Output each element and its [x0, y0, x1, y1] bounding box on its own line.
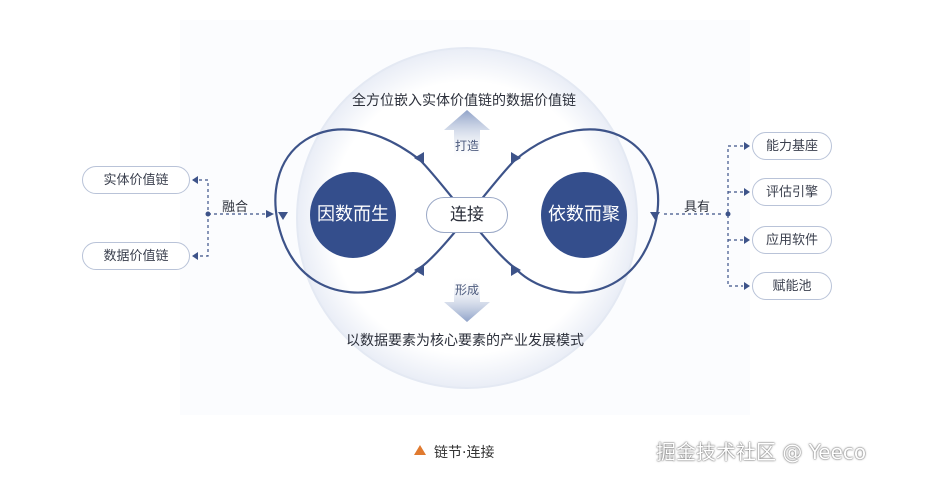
down-arrow-shape [444, 278, 490, 322]
bottom-text: 以数据要素为核心要素的产业发展模式 [346, 333, 584, 349]
right-bracket-arrow-3 [744, 236, 750, 244]
up-arrow-shape [444, 110, 490, 158]
loop-arrow-4 [511, 264, 521, 276]
right-connector-label: 具有 [684, 200, 711, 215]
right-item-1: 能力基座 [752, 132, 832, 160]
left-item-1: 实体价值链 [82, 166, 190, 194]
center-pill: 连接 [426, 197, 508, 233]
right-item-4: 赋能池 [752, 272, 832, 300]
infinity-loop-right [514, 128, 660, 294]
left-connector-label: 融合 [222, 200, 249, 215]
left-item-2: 数据价值链 [82, 242, 190, 270]
left-bracket [193, 179, 209, 257]
right-bracket [727, 145, 743, 287]
left-circle [310, 172, 396, 258]
top-text: 全方位嵌入实体价值链的数据价值链 [352, 93, 576, 109]
right-bracket-arrow-2 [744, 188, 750, 196]
loop-arrow-5 [278, 212, 288, 220]
right-item-3: 应用软件 [752, 226, 832, 254]
loop-arrow-2 [414, 264, 424, 276]
right-bracket-arrow-4 [744, 282, 750, 290]
loop-arrow-1 [414, 152, 424, 164]
up-arrow-label: 打造 [454, 139, 479, 153]
right-bracket-arrow-1 [744, 142, 750, 150]
infinity-loop-left [274, 128, 421, 294]
loop-arrow-3 [511, 152, 521, 164]
caption-triangle-icon [414, 445, 426, 455]
left-circle-label: 因数而生 [317, 204, 389, 225]
left-bracket-arrow-2 [192, 252, 198, 260]
right-circle-label: 依数而聚 [548, 204, 620, 225]
down-arrow-label: 形成 [454, 283, 479, 297]
left-bracket-arrow-1 [192, 176, 198, 184]
right-connector-dot [725, 211, 731, 217]
loop-arrow-6 [650, 212, 660, 220]
watermark: 掘金技术社区 @ Yeeco [656, 440, 867, 464]
caption: 链节·连接 [434, 445, 495, 461]
left-connector-arrow [266, 210, 274, 218]
right-circle [541, 172, 627, 258]
right-item-2: 评估引擎 [752, 178, 832, 206]
